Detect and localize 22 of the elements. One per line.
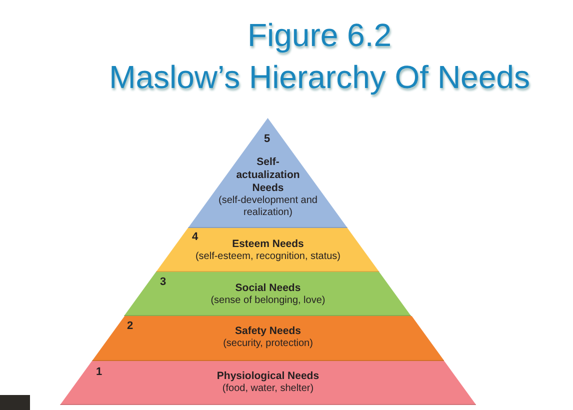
tier-number: 2 (126, 321, 134, 332)
tier-number: 3 (160, 277, 166, 288)
pyramid-tier (188, 118, 348, 228)
title: Maslow’s Hierarchy Of Needs (109, 58, 530, 97)
tier-heading: Self-actualization Needs (235, 156, 301, 195)
pyramid-tier (156, 228, 380, 272)
tier-description: (self-esteem, recognition, status) (195, 251, 341, 263)
tier-description: (self-development and realization) (218, 195, 318, 219)
tier-number: 5 (264, 134, 270, 145)
tier-heading: Safety Needs (235, 325, 301, 338)
tier-heading: Social Needs (235, 282, 301, 295)
tier-heading: Physiological Needs (216, 370, 320, 383)
pyramid-tier (124, 272, 412, 316)
tier-number: 1 (96, 367, 102, 378)
pyramid-tier (92, 316, 444, 361)
tier-description: (sense of belonging, love) (210, 295, 326, 307)
figure-number: Figure 6.2 (247, 16, 392, 55)
tier-number: 4 (192, 232, 198, 243)
tier-description: (security, protection) (223, 338, 313, 350)
tier-description: (food, water, shelter) (222, 383, 314, 395)
tier-heading: Esteem Needs (232, 238, 304, 251)
pyramid-tier (60, 361, 476, 405)
